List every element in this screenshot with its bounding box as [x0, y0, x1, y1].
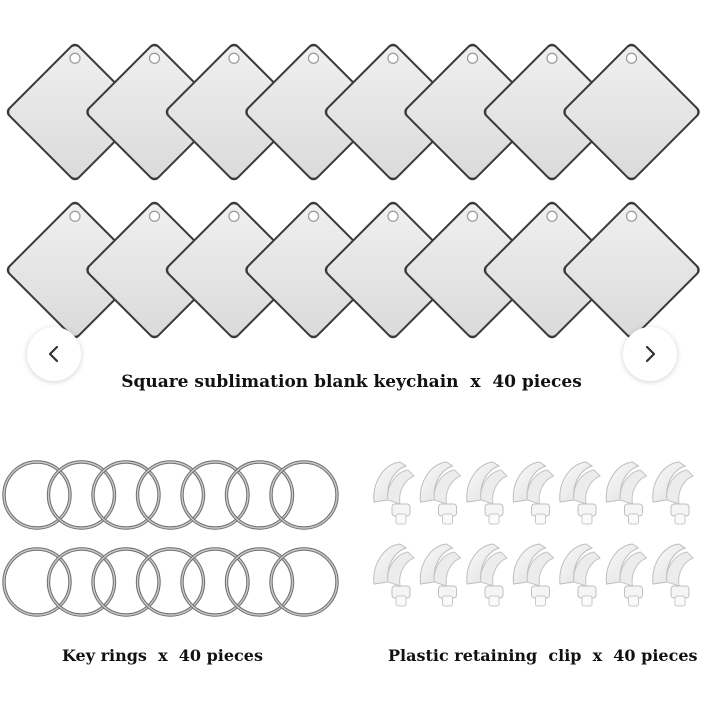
keychain-blank — [86, 201, 223, 339]
key-rings — [2, 460, 339, 617]
key-rings-caption: Key rings x 40 pieces — [62, 646, 263, 665]
keychain-blank — [563, 201, 700, 339]
key-ring — [224, 460, 295, 530]
retaining-clip — [419, 543, 462, 607]
keychain-blank — [404, 201, 541, 339]
keychain-blank — [245, 201, 382, 339]
key-ring — [2, 460, 72, 530]
next-image-button[interactable] — [623, 327, 677, 381]
keychain-blank — [165, 201, 303, 339]
keychain-blank — [245, 43, 382, 181]
keychain-blanks — [6, 43, 700, 339]
key-ring — [224, 547, 295, 617]
key-ring — [269, 460, 339, 530]
keychain-blank — [324, 201, 462, 339]
key-ring — [135, 460, 206, 530]
key-ring — [91, 547, 161, 617]
key-ring — [2, 547, 72, 617]
key-ring — [91, 460, 161, 530]
key-ring — [135, 547, 206, 617]
retaining-clip — [652, 543, 694, 607]
previous-image-button[interactable] — [27, 327, 81, 381]
retaining-clip — [512, 461, 555, 525]
retaining-clip — [652, 461, 694, 525]
keychain-blank — [6, 201, 144, 339]
keychain-blank — [86, 43, 223, 181]
chevron-right-icon — [645, 345, 656, 363]
keychain-blank — [324, 43, 462, 181]
keychain-blank — [404, 43, 541, 181]
key-ring — [46, 547, 117, 617]
key-ring — [180, 547, 250, 617]
key-ring — [180, 460, 250, 530]
retaining-clip — [559, 543, 601, 607]
key-ring — [269, 547, 339, 617]
retaining-clip — [466, 543, 508, 607]
chevron-left-icon — [48, 345, 59, 363]
clips-caption: Plastic retaining clip x 40 pieces — [388, 646, 698, 665]
keychain-blank — [6, 43, 144, 181]
retaining-clip — [419, 461, 462, 525]
retaining-clip — [466, 461, 508, 525]
retaining-clips — [373, 461, 694, 607]
keychain-blank — [563, 43, 700, 181]
keychain-caption: Square sublimation blank keychain x 40 p… — [121, 372, 582, 392]
keychain-blank — [483, 201, 621, 339]
retaining-clip — [605, 543, 648, 607]
keychain-blank — [483, 43, 621, 181]
retaining-clip — [559, 461, 601, 525]
retaining-clip — [512, 543, 555, 607]
retaining-clip — [373, 461, 415, 525]
retaining-clip — [605, 461, 648, 525]
keychain-blank — [165, 43, 303, 181]
retaining-clip — [373, 543, 415, 607]
key-ring — [46, 460, 117, 530]
